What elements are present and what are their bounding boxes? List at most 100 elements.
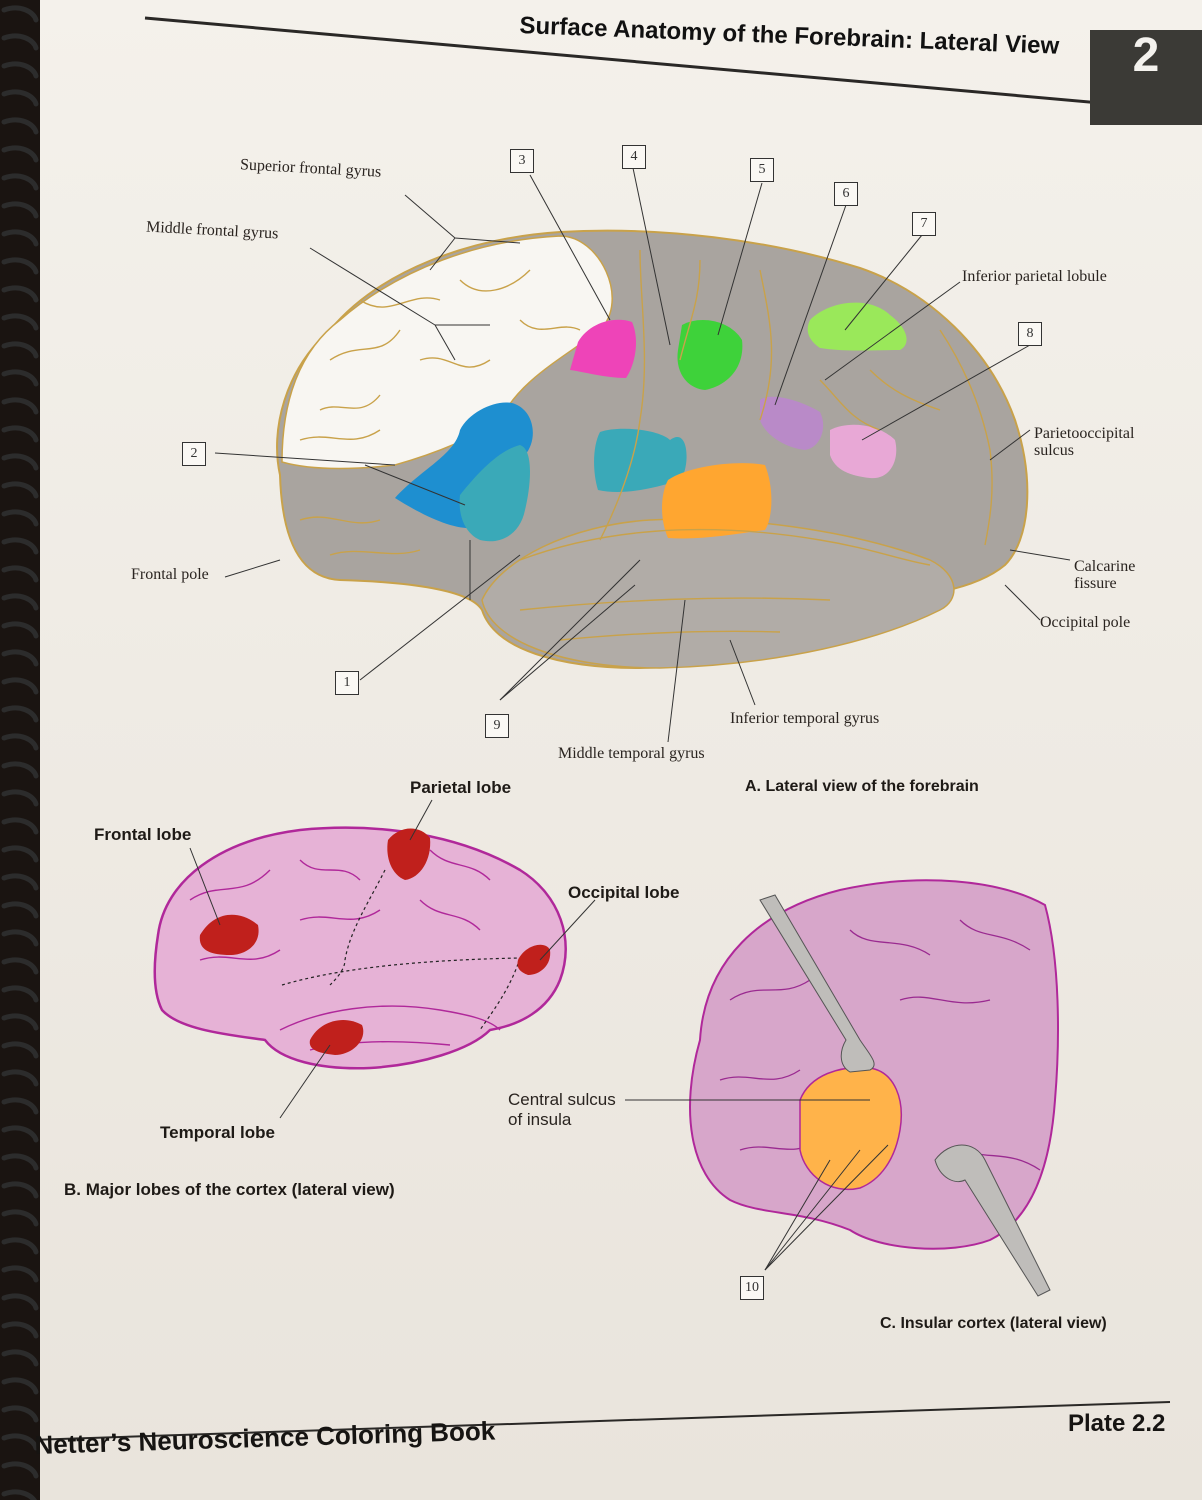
spiral-coil xyxy=(1,341,39,359)
spiral-coil xyxy=(1,1069,39,1087)
header-rule xyxy=(144,16,1202,114)
area-orange xyxy=(662,463,772,539)
figure-a-brain xyxy=(276,229,1029,670)
spiral-coil xyxy=(1,929,39,947)
spiral-coil xyxy=(1,705,39,723)
temporal-lobe-region xyxy=(481,518,955,669)
number-box-4: 4 xyxy=(622,145,646,169)
spiral-coil xyxy=(1,537,39,555)
figure-c-caption: C. Insular cortex (lateral view) xyxy=(880,1315,1107,1332)
label-temporal-lobe: Temporal lobe xyxy=(160,1123,275,1142)
area-pink xyxy=(830,424,897,479)
figure-c-brain xyxy=(689,879,1059,1297)
spiral-coil xyxy=(1,565,39,583)
figure-b-brain xyxy=(153,826,567,1070)
insula-region xyxy=(799,1066,902,1191)
spiral-coil xyxy=(1,621,39,639)
figure-c-leaders xyxy=(625,1099,889,1271)
spiral-coil xyxy=(1,89,39,107)
label-middle-temporal-gyrus: Middle temporal gyrus xyxy=(558,745,705,762)
sulci-lines xyxy=(299,249,993,641)
spiral-coil xyxy=(1,5,39,23)
number-box-2: 2 xyxy=(182,442,206,466)
spiral-coil xyxy=(1,1321,39,1339)
lobe-boundaries xyxy=(281,869,521,1031)
spiral-coil xyxy=(1,33,39,51)
spiral-coil xyxy=(1,1433,39,1451)
spiral-coil xyxy=(1,1293,39,1311)
label-occipital-lobe: Occipital lobe xyxy=(568,883,680,902)
spiral-coil xyxy=(1,845,39,863)
spiral-coil xyxy=(1,61,39,79)
parietal-lobe-mark xyxy=(387,828,431,880)
spiral-coil xyxy=(1,677,39,695)
spiral-coil xyxy=(1,285,39,303)
upper-retractor xyxy=(759,894,875,1073)
spiral-coil xyxy=(1,1237,39,1255)
spiral-coil xyxy=(1,1209,39,1227)
figure-a-caption: A. Lateral view of the forebrain xyxy=(745,778,979,795)
number-box-6: 6 xyxy=(834,182,858,206)
footer-rule xyxy=(29,1401,1171,1441)
label-occipital-pole: Occipital pole xyxy=(1040,614,1131,631)
figure-b-caption: B. Major lobes of the cortex (lateral vi… xyxy=(64,1180,395,1199)
spiral-coil xyxy=(1,425,39,443)
number-box-1: 1 xyxy=(335,671,359,695)
label-inferior-temporal-gyrus: Inferior temporal gyrus xyxy=(730,710,880,727)
chapter-tab: 2 xyxy=(1090,29,1202,125)
spiral-coil xyxy=(1,901,39,919)
spiral-coil xyxy=(1,201,39,219)
number-box-10: 10 xyxy=(740,1276,764,1300)
number-box-8: 8 xyxy=(1018,322,1042,346)
lobes-brain-outline xyxy=(153,826,567,1070)
spiral-coil xyxy=(1,1349,39,1367)
spiral-coil xyxy=(1,1153,39,1171)
spiral-coil xyxy=(1,1097,39,1115)
number-box-9: 9 xyxy=(485,714,509,738)
spiral-coil xyxy=(1,1041,39,1059)
spiral-coil xyxy=(1,1377,39,1395)
area-magenta xyxy=(570,319,637,378)
spiral-coil xyxy=(1,229,39,247)
spiral-coil xyxy=(1,873,39,891)
spiral-coil xyxy=(1,1489,37,1500)
label-central-sulcus-of-insula: Central sulcus of insula xyxy=(508,1090,616,1129)
label-frontal-pole: Frontal pole xyxy=(131,566,209,583)
frontal-white-region xyxy=(281,235,613,470)
label-calcarine-fissure: Calcarine fissure xyxy=(1074,558,1136,592)
spiral-coil xyxy=(1,789,39,807)
spiral-coil xyxy=(1,957,39,975)
spiral-coil xyxy=(1,649,39,667)
spiral-coil xyxy=(1,733,39,751)
spiral-coil xyxy=(1,1013,39,1031)
spiral-coil xyxy=(1,1461,39,1479)
spiral-coil xyxy=(1,1405,39,1423)
figure-b-leaders xyxy=(189,799,596,1119)
figure-a-leaders xyxy=(214,167,1071,743)
area-green xyxy=(677,320,743,390)
number-box-3: 3 xyxy=(510,149,534,173)
spiral-coil xyxy=(1,173,39,191)
frontal-lobe-mark xyxy=(199,914,259,955)
spiral-coil xyxy=(1,817,39,835)
label-inferior-parietal-lobule: Inferior parietal lobule xyxy=(962,268,1107,285)
spiral-coil xyxy=(1,1265,39,1283)
area-teal-2 xyxy=(594,428,687,492)
spiral-coil xyxy=(1,985,39,1003)
spiral-coil xyxy=(1,453,39,471)
spiral-coil xyxy=(1,145,39,163)
chapter-number: 2 xyxy=(1132,29,1160,82)
spiral-coil xyxy=(1,509,39,527)
spiral-binding xyxy=(0,0,40,1500)
plate-number: Plate 2.2 xyxy=(1068,1410,1166,1437)
spiral-coil xyxy=(1,369,39,387)
area-purple xyxy=(760,396,824,450)
temporal-lobe-mark xyxy=(309,1020,364,1055)
spiral-coil xyxy=(1,313,39,331)
lower-retractor xyxy=(934,1144,1051,1297)
spiral-coil xyxy=(1,257,39,275)
label-parietal-lobe: Parietal lobe xyxy=(410,778,512,797)
spiral-coil xyxy=(1,761,39,779)
label-frontal-lobe: Frontal lobe xyxy=(94,825,192,844)
